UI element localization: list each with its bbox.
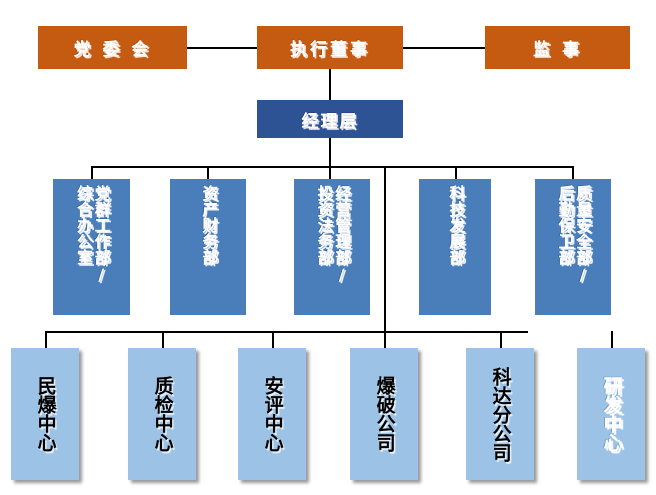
node-supervisor-label: 监 事 <box>533 40 582 60</box>
node-management-level[interactable]: 经理层 <box>257 100 403 138</box>
node-department-quality-safety[interactable]: 质量安全部/ 后勤保卫部 <box>535 179 611 315</box>
node-unit-keda-branch-label: 科达分公司 <box>489 366 512 462</box>
connector-drop-unit-6 <box>611 331 613 348</box>
node-unit-quality-inspection-center-label: 质检中心 <box>151 376 174 452</box>
node-department-party-affairs[interactable]: 党群工作部/ 综合办公室 <box>53 179 130 315</box>
connector-drop-unit-1 <box>45 331 47 348</box>
connector-director-to-supervisor <box>403 47 485 49</box>
node-department-technology-line1: 科技发展部 <box>446 185 466 265</box>
connector-unit-bus <box>45 331 528 333</box>
node-department-operations-legal-text: 经营管理部/ 投资法务部 <box>314 185 352 284</box>
node-department-party-affairs-line1: 党群工作部/ <box>91 185 111 284</box>
node-unit-blasting-company[interactable]: 爆破公司 <box>350 348 418 480</box>
connector-drop-department-1 <box>91 166 93 179</box>
node-unit-rnd-center[interactable]: 研发中心 <box>577 348 645 480</box>
node-unit-keda-branch[interactable]: 科达分公司 <box>466 348 534 480</box>
node-department-asset-finance[interactable]: 资产财务部 <box>170 179 246 315</box>
connector-drop-department-5 <box>572 166 574 179</box>
node-executive-director-label: 执行董事 <box>290 40 370 60</box>
node-unit-quality-inspection-center[interactable]: 质检中心 <box>128 348 196 480</box>
connector-partycommittee-to-director <box>187 47 257 49</box>
node-unit-blasting-company-label: 爆破公司 <box>373 376 396 452</box>
connector-drop-unit-3 <box>272 331 274 348</box>
node-department-quality-safety-text: 质量安全部/ 后勤保卫部 <box>555 185 593 284</box>
node-department-technology[interactable]: 科技发展部 <box>419 179 491 315</box>
connector-drop-department-2 <box>207 166 209 179</box>
node-department-technology-text: 科技发展部 <box>446 185 466 265</box>
connector-director-to-management <box>329 69 331 100</box>
connector-management-to-department-bus <box>329 138 331 166</box>
node-department-operations-legal-line2: 投资法务部 <box>314 185 334 265</box>
node-unit-rnd-center-label: 研发中心 <box>600 376 623 452</box>
node-supervisor[interactable]: 监 事 <box>485 26 630 69</box>
node-department-party-affairs-line2: 综合办公室 <box>74 185 93 265</box>
node-department-asset-finance-line1: 资产财务部 <box>199 185 219 265</box>
node-unit-civil-explosive-center-label: 民爆中心 <box>34 376 57 452</box>
node-party-committee[interactable]: 党 委 会 <box>38 26 187 69</box>
connector-department-to-unit-spine <box>384 166 386 348</box>
node-unit-safety-evaluation-center[interactable]: 安评中心 <box>238 348 306 480</box>
node-unit-safety-evaluation-center-label: 安评中心 <box>261 376 284 452</box>
node-department-operations-legal-line1: 经营管理部/ <box>332 185 352 284</box>
node-party-committee-label: 党 委 会 <box>73 40 152 60</box>
node-department-quality-safety-line2: 后勤保卫部 <box>555 185 575 265</box>
connector-drop-unit-4 <box>384 331 386 348</box>
node-department-quality-safety-line1: 质量安全部/ <box>573 185 593 284</box>
node-management-level-label: 经理层 <box>301 111 359 132</box>
connector-drop-unit-2 <box>162 331 164 348</box>
connector-drop-department-4 <box>455 166 457 179</box>
node-department-asset-finance-text: 资产财务部 <box>199 185 219 265</box>
node-executive-director[interactable]: 执行董事 <box>257 26 403 69</box>
node-department-party-affairs-text: 党群工作部/ 综合办公室 <box>74 185 111 284</box>
connector-drop-department-3 <box>329 166 331 179</box>
node-department-operations-legal[interactable]: 经营管理部/ 投资法务部 <box>294 179 370 315</box>
connector-drop-unit-5 <box>500 331 502 348</box>
connector-department-bus <box>91 166 572 168</box>
node-unit-civil-explosive-center[interactable]: 民爆中心 <box>11 348 79 480</box>
